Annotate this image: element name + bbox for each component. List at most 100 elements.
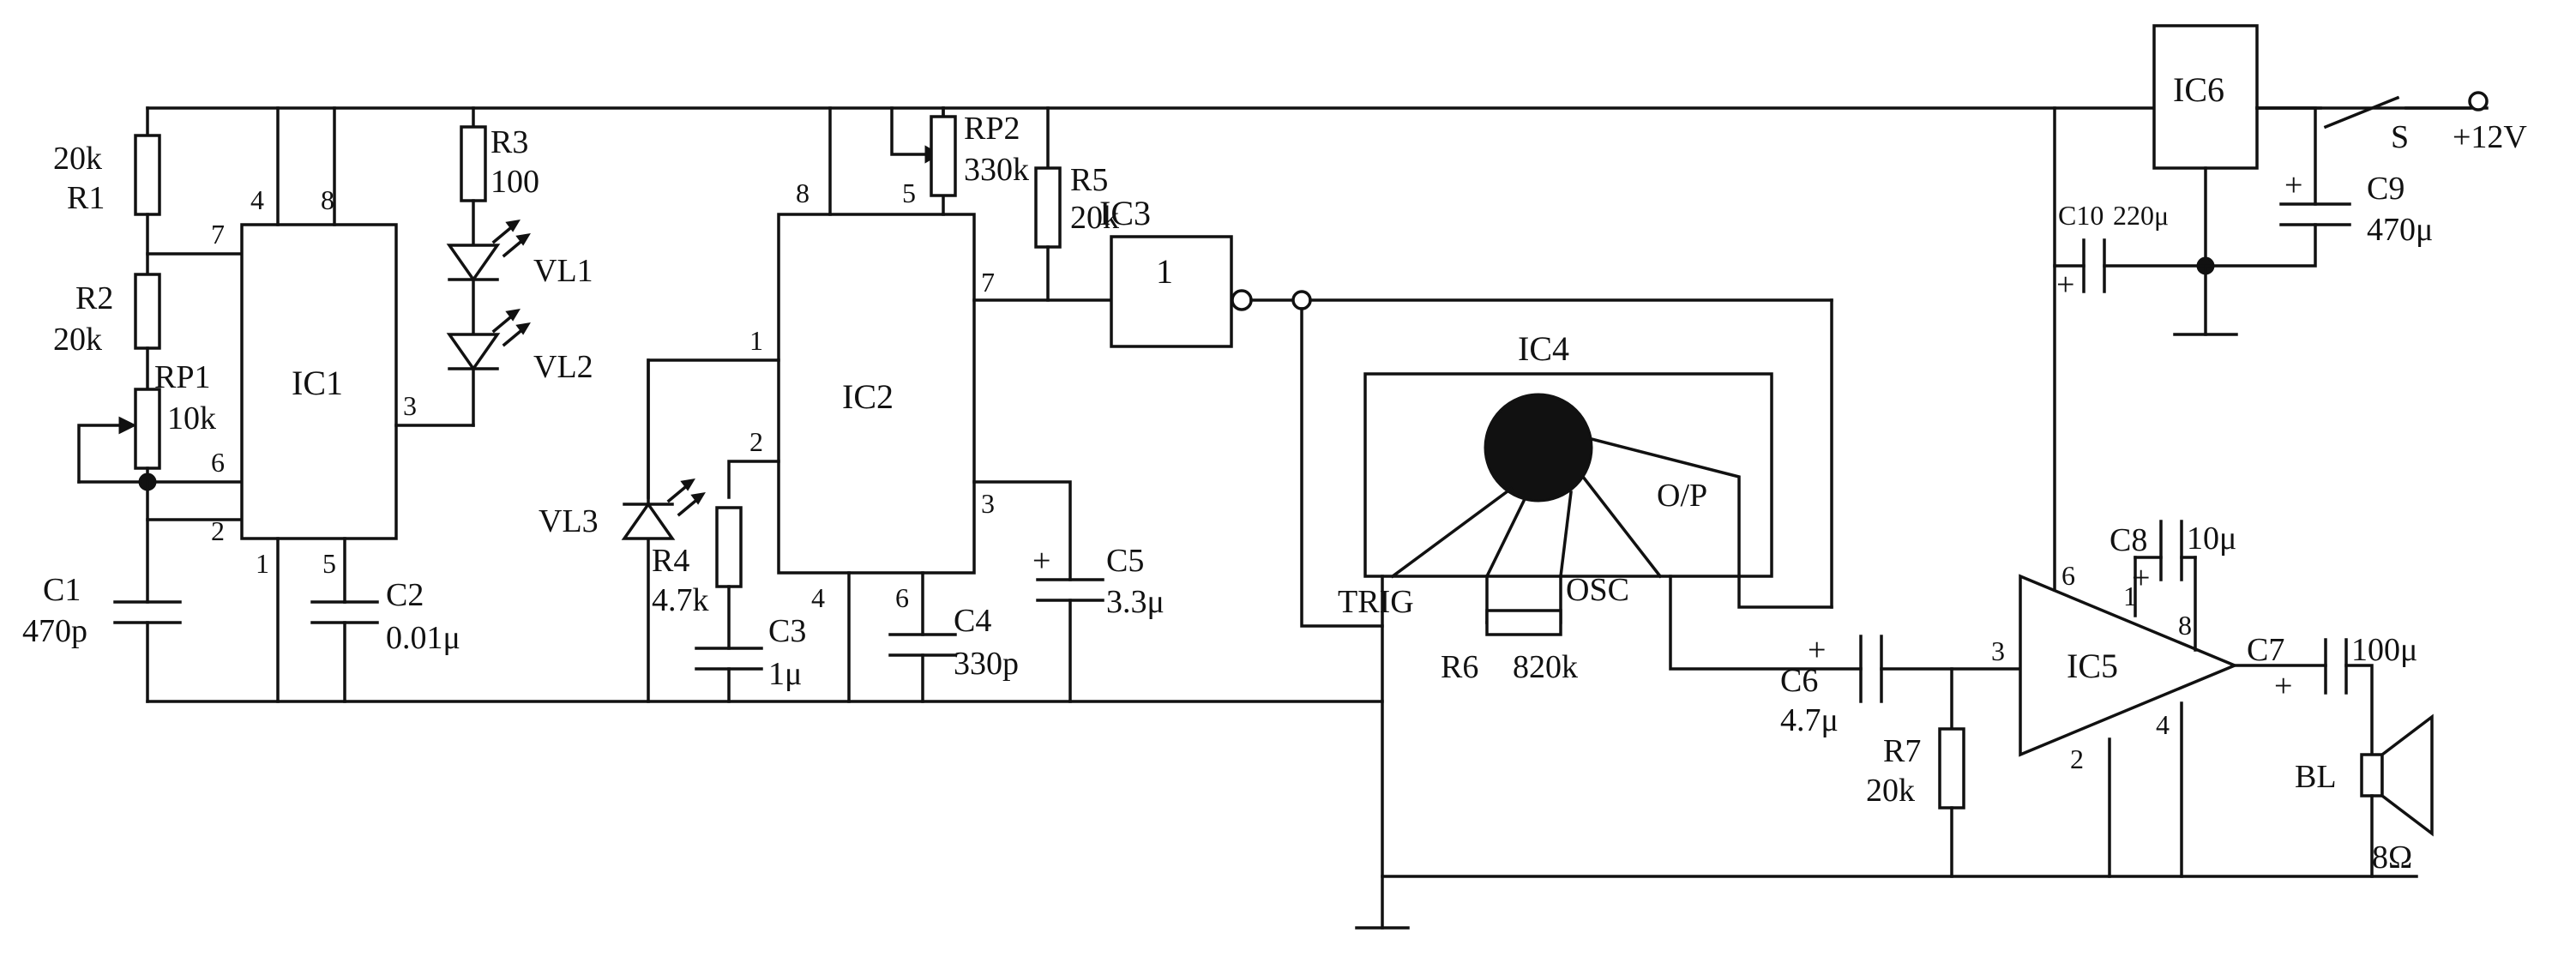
c5-plus: + <box>1032 543 1050 579</box>
c5-capacitor: + C5 3.3μ <box>1032 543 1165 703</box>
ic2-pin1: 1 <box>749 325 763 356</box>
ground-rail <box>146 700 2418 878</box>
ic2-chip: IC2 8 5 1 2 4 6 3 7 <box>647 106 1113 703</box>
ic5-pin2: 2 <box>2070 743 2084 774</box>
r1-name: R1 <box>67 180 105 216</box>
c9-value: 470μ <box>2367 212 2433 248</box>
c10-value: 220μ <box>2113 200 2169 231</box>
c3-value: 1μ <box>768 656 802 692</box>
ic3-function: 1 <box>1156 252 1173 291</box>
r7-name: R7 <box>1883 733 1921 769</box>
ic2-pin3: 3 <box>981 488 995 519</box>
c4-name: C4 <box>954 603 991 639</box>
r2-resistor: R2 20k <box>53 252 244 391</box>
ic2-pin6: 6 <box>895 582 909 613</box>
c2-name: C2 <box>386 577 424 613</box>
c4-value: 330p <box>954 646 1019 682</box>
ic2-pin8: 8 <box>796 178 810 208</box>
bl-value: 8Ω <box>2372 840 2412 876</box>
r2-name: R2 <box>75 280 113 316</box>
r5-value: 20k <box>1070 200 1119 236</box>
c6-value: 4.7μ <box>1780 702 1839 738</box>
ic2-pin5: 5 <box>902 178 916 208</box>
ic2-pin4: 4 <box>811 582 825 613</box>
c7-plus: + <box>2274 668 2292 704</box>
c2-capacitor: C2 0.01μ <box>310 577 460 703</box>
ic1-pin1: 1 <box>256 548 269 579</box>
ic4-trig: TRIG <box>1338 584 1414 620</box>
r7-resistor: R7 20k <box>1866 667 1965 878</box>
ic5-pin4: 4 <box>2156 709 2170 740</box>
power-switch: S +12V <box>2255 91 2527 155</box>
r5-name: R5 <box>1070 162 1108 198</box>
r4-value: 4.7k <box>652 582 709 618</box>
ic4-name: IC4 <box>1518 329 1569 368</box>
c2-value: 0.01μ <box>386 620 460 656</box>
ic5-amplifier: IC5 6 1 8 3 2 4 <box>1991 106 2239 878</box>
bl-name: BL <box>2295 759 2337 795</box>
c6-capacitor: + C6 4.7μ <box>1780 632 2022 738</box>
c8-plus: + <box>2132 560 2150 596</box>
c8-name: C8 <box>2110 522 2147 558</box>
ic6-name: IC6 <box>2173 70 2224 109</box>
vl1-led: VL1 <box>446 219 593 336</box>
r3-resistor: R3 100 <box>460 106 539 247</box>
ic1-pin6: 6 <box>211 447 225 478</box>
vl2-led: VL2 <box>446 308 593 427</box>
c9-name: C9 <box>2367 171 2404 207</box>
c4-capacitor: C4 330p <box>888 603 1019 703</box>
c9-plus: + <box>2284 167 2302 203</box>
c10-name: C10 <box>2058 200 2104 231</box>
ic1-chip: IC1 4 8 7 6 2 1 5 3 <box>211 106 475 703</box>
r4-name: R4 <box>652 543 689 579</box>
c7-capacitor: C7 + 100μ <box>2233 632 2417 756</box>
vl2-name: VL2 <box>533 349 593 385</box>
ic4-op: O/P <box>1657 478 1707 514</box>
rp1-value: 10k <box>167 400 216 436</box>
vl3-name: VL3 <box>539 503 599 539</box>
ic5-pin3: 3 <box>1991 635 2005 666</box>
ic3-inverter: 1 IC3 <box>1099 194 1312 348</box>
ic1-pin5: 5 <box>322 548 336 579</box>
c6-plus: + <box>1808 632 1826 668</box>
r4-resistor: R4 4.7k <box>652 506 743 650</box>
ic5-name: IC5 <box>2067 647 2118 685</box>
r7-value: 20k <box>1866 773 1915 809</box>
ic1-pin4: 4 <box>250 184 264 215</box>
c5-value: 3.3μ <box>1106 584 1165 620</box>
r1-value: 20k <box>53 141 102 177</box>
switch-label: S <box>2391 119 2409 155</box>
c7-name: C7 <box>2247 632 2284 668</box>
rp1-name: RP1 <box>154 359 210 395</box>
ic2-pin7: 7 <box>981 267 995 298</box>
ic2-pin2: 2 <box>749 426 763 457</box>
c8-value: 10μ <box>2187 521 2236 557</box>
r3-value: 100 <box>491 164 539 200</box>
c6-name: C6 <box>1780 663 1818 699</box>
r3-name: R3 <box>491 124 528 160</box>
ic4-osc: OSC <box>1566 572 1629 608</box>
ic3-name: IC3 <box>1099 194 1151 232</box>
r5-resistor: R5 20k <box>1034 106 1119 302</box>
c8-capacitor: C8 + 10μ <box>2110 520 2236 596</box>
ic5-pin8: 8 <box>2178 610 2192 641</box>
supply-voltage: +12V <box>2453 119 2527 155</box>
c3-capacitor: C3 1μ <box>695 613 806 703</box>
rp1-potentiometer: RP1 10k <box>77 359 244 491</box>
rp2-name: RP2 <box>964 111 1020 147</box>
c1-name: C1 <box>43 572 81 608</box>
bl-speaker: BL 8Ω <box>2295 713 2434 878</box>
r6-name: R6 <box>1441 649 1478 685</box>
c10-capacitor: C10 220μ + <box>2053 200 2207 303</box>
ic2-name: IC2 <box>842 377 894 416</box>
c7-value: 100μ <box>2351 632 2417 668</box>
r6-value: 820k <box>1513 649 1578 685</box>
ic1-name: IC1 <box>292 364 343 402</box>
c1-value: 470p <box>22 613 87 649</box>
vl1-name: VL1 <box>533 253 593 289</box>
r6-resistor: R6 820k <box>1441 609 1578 685</box>
c5-name: C5 <box>1106 543 1144 579</box>
c3-name: C3 <box>768 613 806 649</box>
vl3-led: VL3 <box>539 358 706 540</box>
